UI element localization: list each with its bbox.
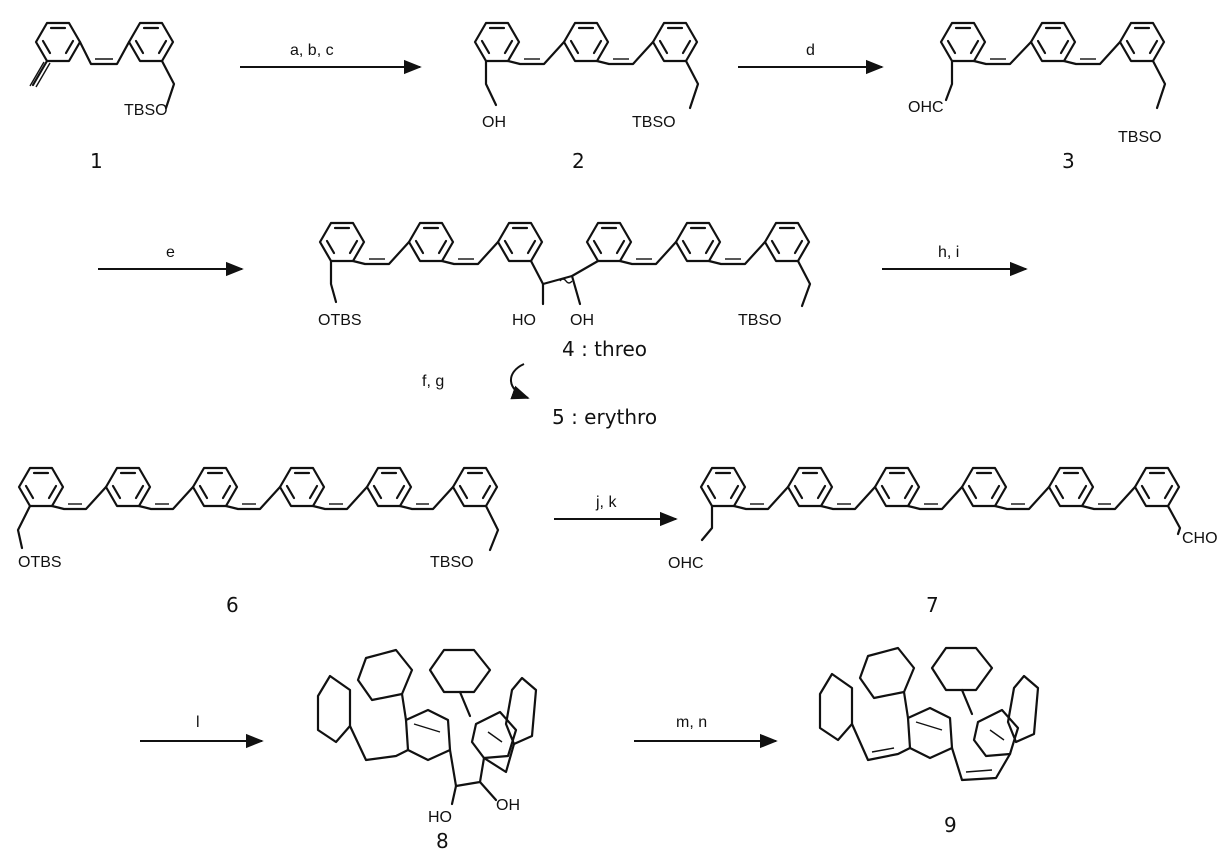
compound-8-number: 8: [436, 829, 449, 853]
compound-4-group-ho: HO: [512, 312, 536, 329]
compound-3-structure: [939, 21, 1167, 110]
compound-9-number: 9: [944, 813, 957, 837]
reagents-e: e: [166, 244, 175, 261]
compound-7-number: 7: [926, 593, 939, 617]
compound-2-number: 2: [572, 149, 585, 173]
compound-2-group-tbso: TBSO: [632, 114, 676, 131]
reagents-mn: m, n: [676, 714, 707, 731]
compound-9-structure: [818, 646, 1040, 782]
reagents-fg: f, g: [422, 373, 444, 390]
compound-1-group-tbso: TBSO: [124, 102, 168, 119]
compound-6-group-otbs: OTBS: [18, 554, 62, 571]
compound-6-group-tbso: TBSO: [430, 554, 474, 571]
compound-6-structure: [16, 466, 500, 552]
compound-7-structure: [699, 466, 1182, 542]
reagents-hi: h, i: [938, 244, 959, 261]
compound-5-label: 5 : erythro: [552, 405, 657, 429]
compound-3-group-tbso: TBSO: [1118, 129, 1162, 146]
compound-4-group-otbs: OTBS: [318, 312, 362, 329]
compound-4-label: 4 : threo: [562, 337, 647, 361]
compound-3-group-ohc: OHC: [908, 99, 944, 116]
compound-4-group-oh: OH: [570, 312, 594, 329]
reagents-jk: j, k: [595, 494, 617, 511]
compound-2-structure: [473, 21, 700, 110]
compound-6-number: 6: [226, 593, 239, 617]
compound-8-group-oh: OH: [496, 797, 520, 814]
compound-1-structure: [29, 21, 176, 110]
reagents-abc: a, b, c: [290, 42, 334, 59]
compound-7-group-ohc: OHC: [668, 555, 704, 572]
reagents-l: l: [196, 714, 200, 731]
compound-2-group-oh: OH: [482, 114, 506, 131]
compound-1-number: 1: [90, 149, 103, 173]
compound-8-group-ho: HO: [428, 809, 452, 826]
compound-7-group-cho: CHO: [1182, 530, 1218, 547]
compound-3-number: 3: [1062, 149, 1075, 173]
compound-8-structure: [316, 648, 538, 806]
reagents-d: d: [806, 42, 815, 59]
compound-4-group-tbso: TBSO: [738, 312, 782, 329]
compound-4-structure: [318, 221, 812, 308]
isomerization-arrow-fg: [510, 363, 530, 400]
